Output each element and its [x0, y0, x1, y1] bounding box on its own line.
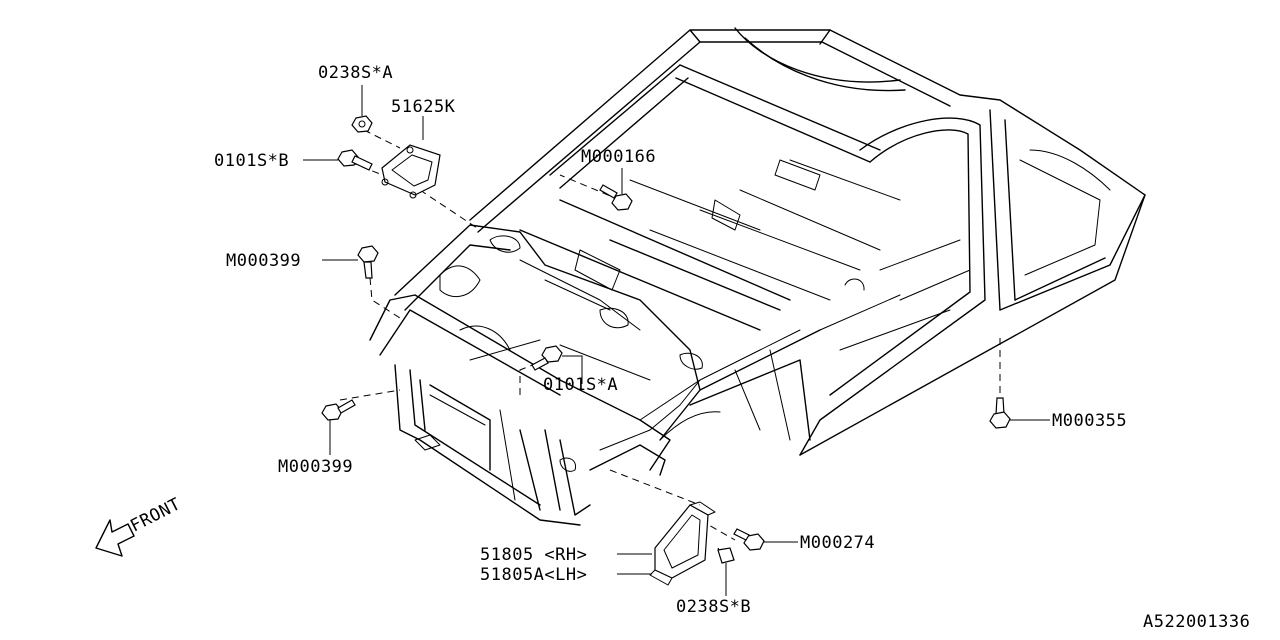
part-labels: 0238S*A 51625K 0101S*B M000166 M000399 0…	[214, 63, 1250, 632]
label-m000274: M000274	[800, 533, 875, 553]
nut-0238s-a-icon	[351, 115, 373, 133]
diagram-id: A522001336	[1143, 612, 1250, 632]
bracket-51805-icon	[649, 501, 716, 586]
bolt-m000399-bottom-icon	[321, 399, 356, 421]
label-0238s-b: 0238S*B	[676, 597, 751, 617]
label-m000166: M000166	[581, 147, 656, 167]
bolt-m000355-icon	[989, 397, 1011, 429]
label-m000355: M000355	[1052, 411, 1127, 431]
front-label: FRONT	[127, 494, 184, 536]
label-0101s-a: 0101S*A	[543, 375, 618, 395]
bolt-0101s-b-icon	[337, 149, 373, 171]
label-51625k: 51625K	[391, 97, 456, 117]
bolt-m000274-icon	[733, 528, 765, 551]
assembly-lines	[339, 129, 1001, 561]
label-m000399-bottom: M000399	[278, 457, 353, 477]
vehicle-body-frame	[369, 27, 1146, 526]
nut-0238s-b-icon	[717, 547, 735, 564]
bolt-0101s-a-icon	[531, 345, 563, 371]
front-indicator: FRONT	[95, 494, 184, 557]
label-51805a-lh: 51805A<LH>	[480, 565, 587, 585]
label-51805-rh: 51805 <RH>	[480, 545, 587, 565]
bracket-51625k-icon	[381, 144, 441, 199]
label-m000399-top: M000399	[226, 251, 301, 271]
fastener-parts	[321, 115, 1011, 586]
bolt-m000166-icon	[599, 184, 633, 211]
front-arrow-icon	[95, 519, 135, 557]
bolt-m000399-top-icon	[357, 245, 379, 279]
label-leaders	[303, 85, 1050, 596]
label-0238s-a: 0238S*A	[318, 63, 393, 83]
label-0101s-b: 0101S*B	[214, 151, 289, 171]
